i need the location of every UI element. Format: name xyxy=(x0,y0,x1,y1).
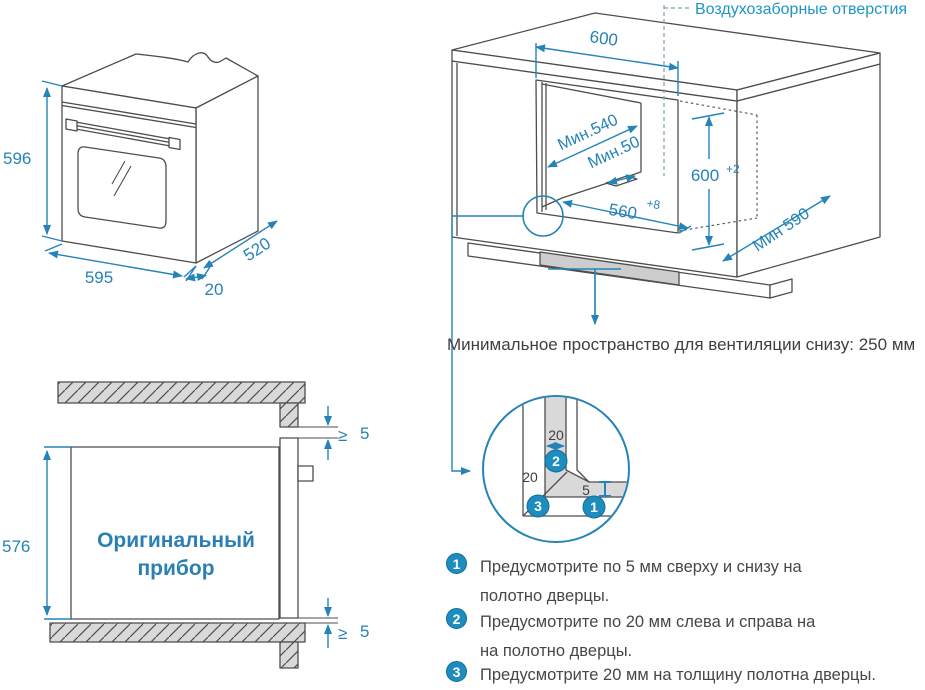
niche-height-tol: +2 xyxy=(726,162,740,176)
cabinet-drawing xyxy=(451,5,881,299)
oven-height-dim: 596 xyxy=(3,149,31,168)
detail-circle: 20 20 5 2 3 1 xyxy=(482,395,630,543)
gap-bottom-symbol: ≥ xyxy=(338,624,347,643)
cabinet-top-width-dim: 600 xyxy=(588,27,619,50)
niche-width-tol: +8 xyxy=(646,196,662,212)
section-dimensions xyxy=(43,406,332,648)
niche-height-dim: 600 xyxy=(691,166,719,185)
note-text-3: Предусмотрите 20 мм на толщину полотна д… xyxy=(480,661,876,690)
note-item-2: 2 Предусмотрите по 20 мм слева и справа … xyxy=(446,608,815,666)
appliance-label-line1: Оригинальный xyxy=(97,529,255,552)
note-badge-1: 1 xyxy=(446,553,467,574)
section-drawing xyxy=(49,381,338,669)
svg-text:1: 1 xyxy=(590,499,598,515)
svg-text:3: 3 xyxy=(534,498,542,514)
detail-badge-3: 3 xyxy=(526,494,550,518)
section-height-dim: 576 xyxy=(2,537,30,556)
appliance-label-line2: прибор xyxy=(137,557,214,580)
note-text-2: Предусмотрите по 20 мм слева и справа на… xyxy=(480,608,815,666)
cabinet-dimensions xyxy=(451,43,831,475)
oven-door-offset-dim: 20 xyxy=(205,280,224,299)
gap-top-symbol: ≥ xyxy=(338,426,347,445)
note-text-1: Предусмотрите по 5 мм сверху и снизу на … xyxy=(480,553,802,611)
note-item-3: 3 Предусмотрите 20 мм на толщину полотна… xyxy=(446,661,876,690)
note-2-line-2: на полотно дверцы. xyxy=(480,642,633,660)
svg-text:2: 2 xyxy=(552,453,560,469)
detail-side-clearance-dim: 20 xyxy=(548,427,564,443)
oven-drawing xyxy=(61,52,259,264)
detail-badge-1: 1 xyxy=(582,495,606,519)
gap-top-value: 5 xyxy=(360,424,369,443)
note-2-line-1: Предусмотрите по 20 мм слева и справа на xyxy=(480,613,816,631)
detail-badge-2: 2 xyxy=(544,449,568,473)
niche-width-dim: 560 xyxy=(607,200,638,223)
note-1-line-1: Предусмотрите по 5 мм сверху и снизу на xyxy=(480,558,802,576)
detail-door-thickness-dim: 20 xyxy=(522,469,538,485)
note-3-line-1: Предусмотрите 20 мм на толщину полотна д… xyxy=(480,666,876,684)
oven-dimensions xyxy=(41,80,278,282)
note-badge-3: 3 xyxy=(446,661,467,682)
gap-bottom-value: 5 xyxy=(360,622,369,641)
ventilation-caption: Минимальное пространство для вентиляции … xyxy=(447,335,916,354)
detail-gap-dim: 5 xyxy=(582,482,590,498)
note-badge-2: 2 xyxy=(446,608,467,629)
note-item-1: 1 Предусмотрите по 5 мм сверху и снизу н… xyxy=(446,553,802,611)
air-openings-label: Воздухозаборные отверстия xyxy=(695,1,908,18)
note-1-line-2: полотно дверцы. xyxy=(480,587,610,605)
oven-width-dim: 595 xyxy=(85,268,113,287)
